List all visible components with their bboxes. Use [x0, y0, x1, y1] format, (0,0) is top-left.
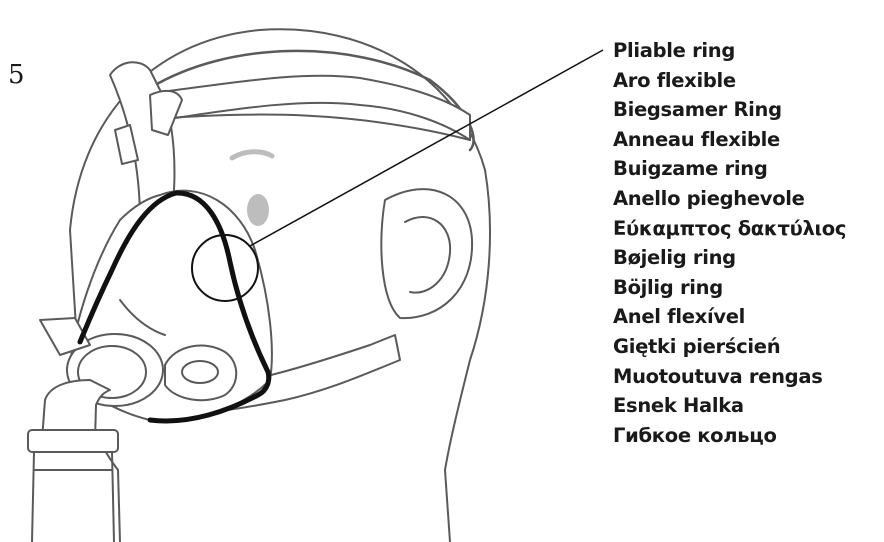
- label-en: Pliable ring: [613, 36, 846, 66]
- callout-labels: Pliable ring Aro flexible Biegsamer Ring…: [613, 36, 846, 450]
- label-de: Biegsamer Ring: [613, 95, 846, 125]
- swivel-collar: [28, 430, 118, 452]
- label-tr: Esnek Halka: [613, 391, 846, 421]
- label-sv: Böjlig ring: [613, 273, 846, 303]
- label-da: Bøjelig ring: [613, 243, 846, 273]
- label-es: Aro flexible: [613, 66, 846, 96]
- eye: [247, 194, 269, 226]
- label-pl: Giętki pierścień: [613, 332, 846, 362]
- label-el: Εύκαμπτος δακτύλιος: [613, 214, 846, 244]
- label-fi: Muotoutuva rengas: [613, 362, 846, 392]
- label-nl: Buigzame ring: [613, 154, 846, 184]
- label-it: Anello pieghevole: [613, 184, 846, 214]
- label-fr: Anneau flexible: [613, 125, 846, 155]
- label-ru: Гибкое кольцо: [613, 421, 846, 451]
- strap-clip-hole: [182, 361, 218, 383]
- air-tube: [32, 452, 114, 542]
- label-pt: Anel flexível: [613, 302, 846, 332]
